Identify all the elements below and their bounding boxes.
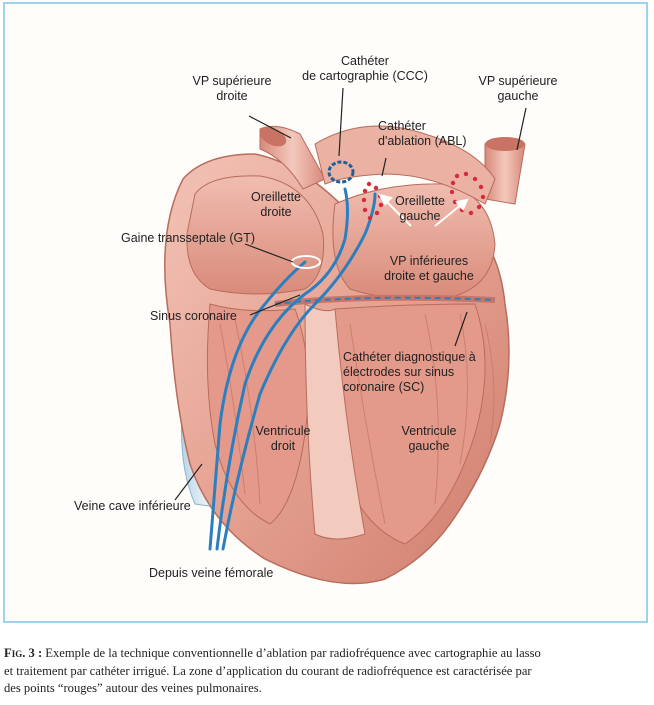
- label-ventricule-gauche: Ventricule gauche: [389, 424, 469, 454]
- label-line: coronaire (SC): [343, 380, 425, 394]
- label-line: Veine cave inférieure: [74, 499, 191, 513]
- caption-line-3: des points “rouges” autour des veines pu…: [4, 681, 262, 695]
- caption-text-1: Exemple de la technique conventionnelle …: [45, 646, 541, 660]
- ablation-points-left: [449, 171, 486, 216]
- label-veine-cave-inferieure: Veine cave inférieure: [74, 499, 214, 514]
- label-line: Ventricule: [255, 424, 311, 438]
- figure-panel: VP supérieure droite Cathéter de cartogr…: [3, 2, 648, 623]
- white-arrows: [377, 193, 469, 227]
- label-vp-superieure-gauche: VP supérieure gauche: [463, 74, 573, 104]
- label-line: VP inférieures: [389, 254, 469, 268]
- label-line: Sinus coronaire: [150, 309, 237, 323]
- label-line: droit: [270, 439, 296, 453]
- label-line: gauche: [408, 439, 450, 453]
- right-atrium-cavity: [186, 175, 325, 295]
- label-line: gauche: [399, 209, 441, 223]
- label-oreillette-gauche: Oreillette gauche: [380, 194, 460, 224]
- label-line: droite et gauche: [384, 269, 474, 283]
- catheters: [208, 187, 377, 551]
- label-catheter-abl: Cathéter d'ablation (ABL): [378, 119, 508, 149]
- interventricular-septum: [304, 303, 366, 540]
- caption-figure-label: Fig. 3 :: [4, 646, 43, 660]
- atrial-roof: [314, 125, 496, 205]
- left-superior-pulmonary-vein-opening: [485, 137, 525, 151]
- label-line: Ventricule: [401, 424, 457, 438]
- muscle-striations: [219, 313, 495, 525]
- label-line: Gaine transseptale (GT): [121, 231, 256, 245]
- label-line: droite: [216, 89, 248, 103]
- label-vp-superieure-droite: VP supérieure droite: [177, 74, 287, 104]
- label-line: droite: [260, 205, 292, 219]
- label-ventricule-droit: Ventricule droit: [243, 424, 323, 454]
- label-line: Cathéter: [378, 119, 426, 133]
- label-gaine-transseptale: Gaine transseptale (GT): [121, 231, 271, 246]
- label-catheter-diagnostique: Cathéter diagnostique à électrodes sur s…: [343, 350, 503, 395]
- label-line: Oreillette: [394, 194, 446, 208]
- label-line: Cathéter diagnostique à: [343, 350, 476, 364]
- label-line: d'ablation (ABL): [378, 134, 467, 148]
- label-line: VP supérieure: [192, 74, 272, 88]
- leader-lines: [174, 87, 527, 501]
- label-line: gauche: [497, 89, 539, 103]
- label-vp-inferieures: VP inférieures droite et gauche: [369, 254, 489, 284]
- label-line: électrodes sur sinus: [343, 365, 455, 379]
- caption-line-2: et traitement par cathéter irrigué. La z…: [4, 663, 532, 678]
- label-catheter-ccc: Cathéter de cartographie (CCC): [290, 54, 440, 84]
- label-line: Oreillette: [250, 190, 302, 204]
- label-line: Depuis veine fémorale: [149, 566, 274, 580]
- label-line: VP supérieure: [478, 74, 558, 88]
- label-line: Cathéter: [341, 54, 389, 68]
- right-ventricle-cavity: [206, 303, 309, 525]
- label-sinus-coronaire: Sinus coronaire: [150, 309, 260, 324]
- caption-line-1: Fig. 3 : Exemple de la technique convent…: [4, 645, 650, 663]
- label-depuis-veine-femorale: Depuis veine fémorale: [149, 566, 299, 581]
- lasso-catheter: [327, 160, 355, 184]
- label-oreillette-droite: Oreillette droite: [231, 190, 321, 220]
- label-line: de cartographie (CCC): [302, 69, 428, 83]
- figure-caption: Fig. 3 : Exemple de la technique convent…: [4, 645, 650, 698]
- heart-illustration: [164, 87, 527, 585]
